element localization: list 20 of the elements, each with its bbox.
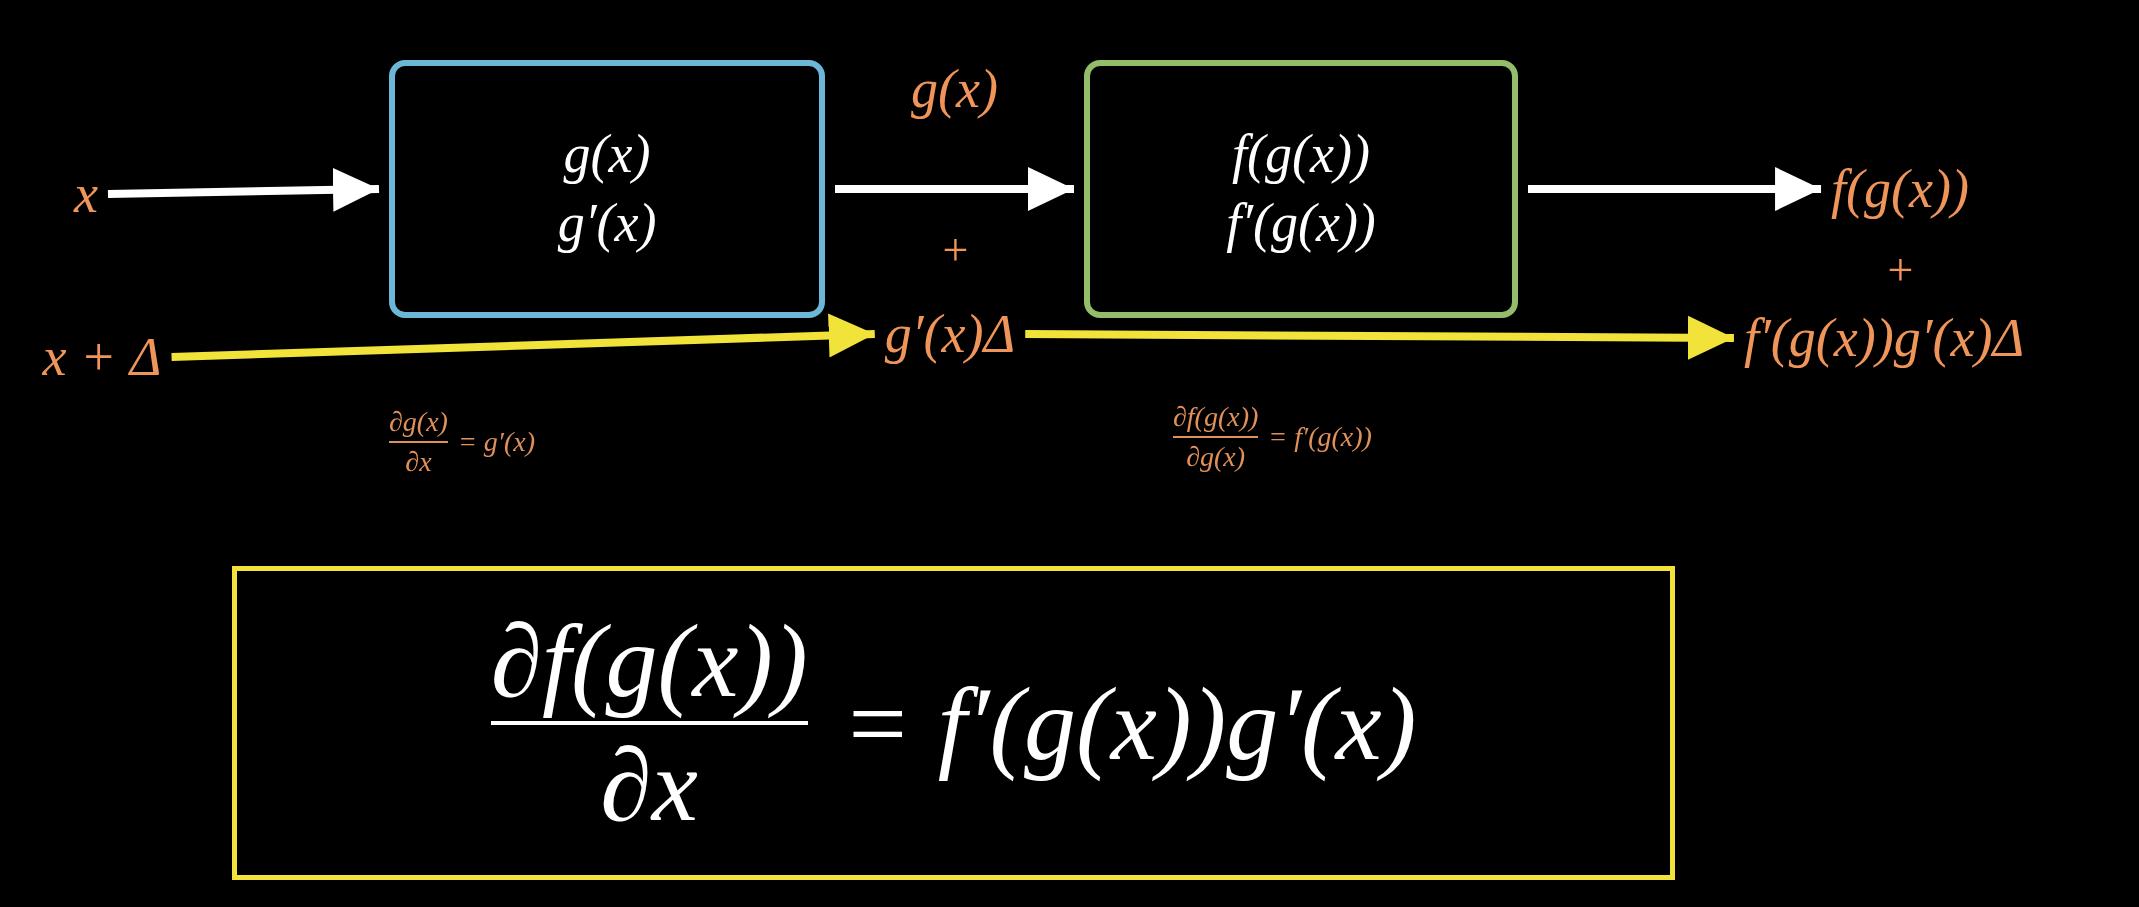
plus-sign: + (939, 227, 971, 273)
math-expression: g′(x) (557, 195, 657, 252)
denominator: ∂g(x) (1186, 441, 1246, 473)
numerator: ∂f(g(x)) (1173, 401, 1259, 433)
function-box (1084, 60, 1518, 318)
formula-box (232, 566, 1675, 880)
numerator: ∂f(g(x)) (490, 603, 808, 718)
denominator: ∂x (405, 446, 432, 478)
equation-rhs: = g′(x) (457, 426, 536, 458)
denominator: ∂x (600, 728, 698, 843)
math-expression: x + Δ (42, 330, 162, 384)
math-expression: f(g(x)) (1232, 126, 1370, 183)
math-expression: x (74, 167, 98, 221)
numerator: ∂g(x) (389, 406, 448, 438)
equation-rhs: = f′(g(x))g′(x) (841, 664, 1417, 783)
plus-sign: + (1884, 247, 1916, 293)
equation-rhs: = f′(g(x)) (1268, 421, 1372, 453)
math-expression: g(x) (563, 126, 651, 183)
function-box (389, 60, 825, 318)
math-expression: f′(g(x)) (1226, 195, 1376, 252)
